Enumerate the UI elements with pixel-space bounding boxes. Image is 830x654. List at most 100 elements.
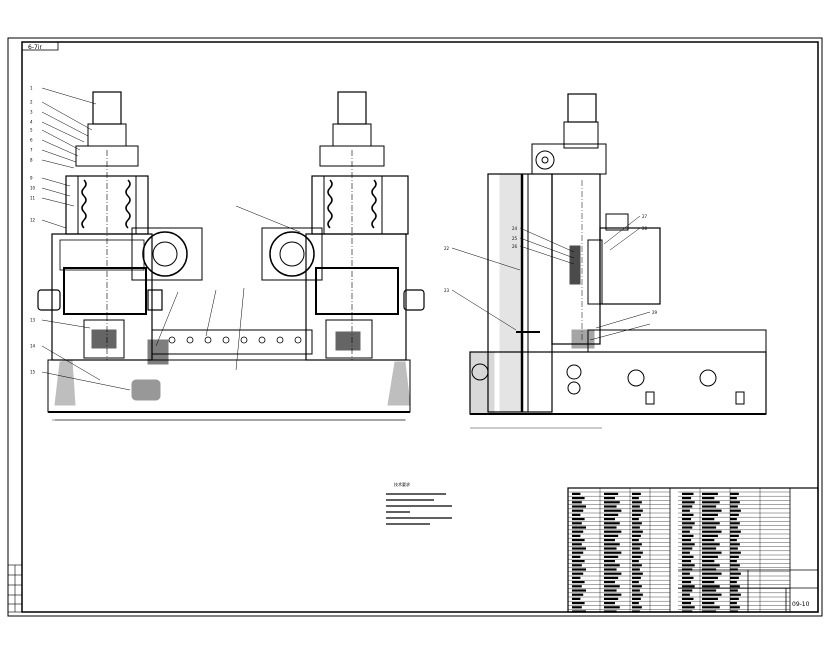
bom-cell-text xyxy=(702,526,717,529)
bom-cell-text xyxy=(604,526,617,529)
bom-cell-text xyxy=(730,597,739,600)
balloon-number: 13 xyxy=(30,318,36,323)
bom-cell-text xyxy=(682,602,692,605)
bom-cell-text xyxy=(702,547,717,550)
balloon-number: 3 xyxy=(30,110,33,115)
bom-cell-text xyxy=(702,505,717,508)
bom-cell-text xyxy=(702,597,718,600)
bom-cell-text xyxy=(632,560,639,563)
bom-cell-text xyxy=(702,543,720,546)
bom-cell-text xyxy=(730,581,737,584)
bom-cell-text xyxy=(730,606,740,609)
bom-cell-text xyxy=(682,534,694,537)
bom-cell-text xyxy=(682,526,693,529)
bom-cell-text xyxy=(682,547,693,550)
side-view xyxy=(469,93,767,429)
bom-cell-text xyxy=(604,543,620,546)
balloon-number: 1 xyxy=(30,86,33,91)
balloon-number: 8 xyxy=(30,158,33,163)
corner-label: 6-7ir xyxy=(28,44,42,51)
bom-cell-text xyxy=(604,576,619,579)
balloon-number: 9 xyxy=(30,176,33,181)
bom-cell-text xyxy=(572,509,584,512)
balloon-number: 24 xyxy=(512,226,518,231)
bom-cell-text xyxy=(702,593,722,596)
bom-cell-text xyxy=(682,492,694,495)
bom-cell-text xyxy=(702,501,720,504)
bom-cell-text xyxy=(604,581,615,584)
bom-cell-text xyxy=(572,551,584,554)
bom-cell-text xyxy=(572,497,585,500)
bom-cell-text xyxy=(632,568,640,571)
bom-cell-text xyxy=(632,602,639,605)
bom-cell-text xyxy=(632,513,641,516)
bom-cell-text xyxy=(604,492,619,495)
notes-heading: 技术要求 xyxy=(394,481,410,487)
bom-cell-text xyxy=(632,593,643,596)
bom-cell-text xyxy=(682,597,694,600)
bom-cell-text xyxy=(730,534,739,537)
bom-cell-text xyxy=(604,610,617,613)
balloon-number: 28 xyxy=(642,226,648,231)
bom-cell-text xyxy=(604,589,617,592)
bom-cell-text xyxy=(572,597,581,600)
bom-cell-text xyxy=(730,564,740,567)
bom-cell-text xyxy=(632,576,641,579)
bom-cell-text xyxy=(702,539,715,542)
balloon-number: 29 xyxy=(652,310,658,315)
bom-cell-text xyxy=(682,568,693,571)
bom-cell-text xyxy=(632,509,643,512)
bom-cell-text xyxy=(604,593,622,596)
bom-cell-text xyxy=(730,501,740,504)
bom-cell-text xyxy=(682,589,693,592)
bom-cell-text xyxy=(632,572,643,575)
bom-cell-text xyxy=(632,551,643,554)
bom-cell-text xyxy=(730,589,738,592)
balloon-number: 2 xyxy=(30,100,33,105)
bom-cell-text xyxy=(730,522,740,525)
bom-cell-text xyxy=(632,526,640,529)
balloon-number: 10 xyxy=(30,186,36,191)
bom-cell-text xyxy=(702,555,718,558)
bom-cell-text xyxy=(632,581,639,584)
bom-cell-text xyxy=(702,518,715,521)
bom-cell-text xyxy=(632,610,640,613)
bom-cell-text xyxy=(730,513,739,516)
bom-cell-text xyxy=(702,568,717,571)
bom-cell-text xyxy=(730,551,741,554)
bom-cell-text xyxy=(572,572,584,575)
bom-cell-text xyxy=(682,513,694,516)
bom-cell-text xyxy=(604,501,620,504)
bom-cell-text xyxy=(604,597,619,600)
bom-cell-text xyxy=(702,576,718,579)
bom-cell-text xyxy=(682,509,690,512)
bom-cell-text xyxy=(682,593,690,596)
drawing-number: 09-10 xyxy=(792,601,810,608)
balloon-number: 6 xyxy=(30,138,33,143)
bom-cell-text xyxy=(682,581,692,584)
bom-cell-text xyxy=(730,539,737,542)
bom-cell-text xyxy=(682,610,693,613)
bom-cell-text xyxy=(702,560,715,563)
bom-cell-text xyxy=(730,555,739,558)
bom-cell-text xyxy=(572,534,581,537)
bom-cell-text xyxy=(730,530,741,533)
bom-cell-text xyxy=(632,505,640,508)
bom-cell-text xyxy=(632,539,639,542)
bom-cell-text xyxy=(730,492,739,495)
bom-cell-text xyxy=(682,572,690,575)
bom-cell-text xyxy=(730,610,738,613)
bom-cell-text xyxy=(572,492,581,495)
bom-cell-text xyxy=(730,518,737,521)
balloon-number: 15 xyxy=(30,370,36,375)
bom-cell-text xyxy=(730,585,740,588)
bom-cell-text xyxy=(572,539,585,542)
leader-lines-right xyxy=(451,215,651,341)
bom-cell-text xyxy=(572,547,586,550)
corner-label-box xyxy=(21,41,59,51)
bom-cell-text xyxy=(604,551,622,554)
bom-cell-text xyxy=(632,547,640,550)
bom-cell-text xyxy=(572,543,582,546)
bom-cell-text xyxy=(730,526,738,529)
